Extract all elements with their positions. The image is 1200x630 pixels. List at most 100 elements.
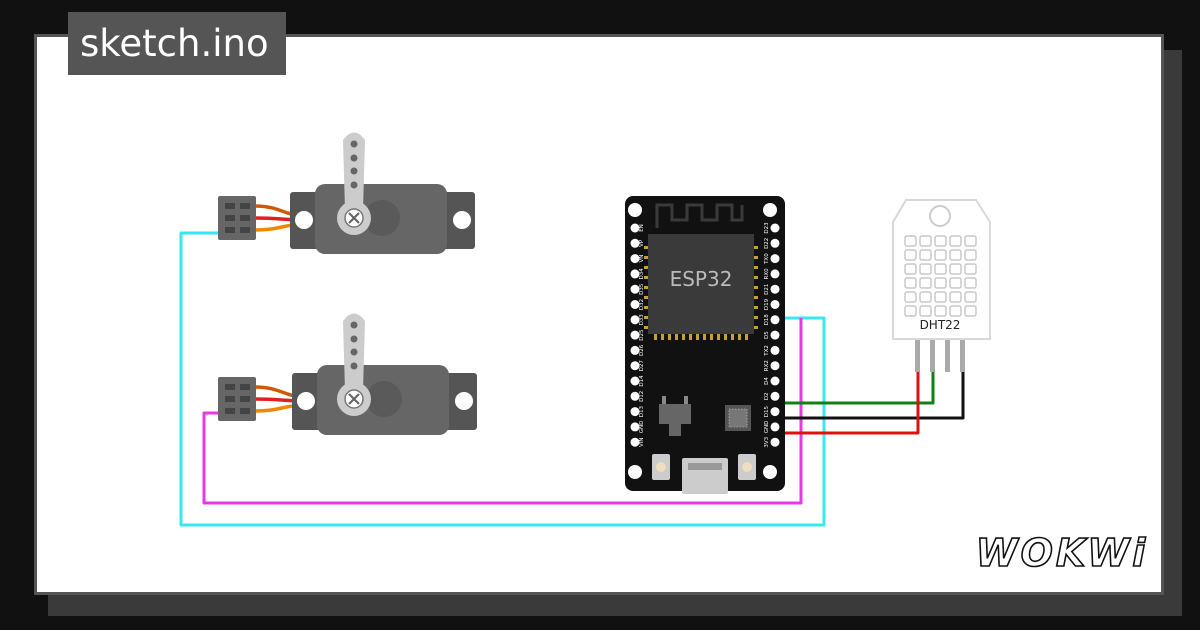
vent-slot <box>919 263 932 275</box>
pin-label: D13 <box>639 405 645 417</box>
servo-motor-1[interactable] <box>218 132 475 255</box>
pin-left-d12[interactable] <box>630 391 640 401</box>
pin-label: D5 <box>764 331 770 339</box>
pin-right-d18[interactable] <box>770 315 780 325</box>
pin-label: D34 <box>639 268 645 280</box>
right-pin-header: D23D22TX0RX0D21D19D18D5TX2RX2D4D2D15GND3… <box>764 222 780 448</box>
pin-label: D2 <box>764 392 770 400</box>
vent-slot <box>904 305 917 317</box>
pin-left-d25[interactable] <box>630 330 640 340</box>
vent-slot <box>919 291 932 303</box>
vent-slot <box>949 291 962 303</box>
pin-right-rx2[interactable] <box>770 361 780 371</box>
pin-label: TX2 <box>764 345 770 357</box>
wire-servo1-signal[interactable] <box>179 231 826 527</box>
pin-left-vin[interactable] <box>630 437 640 447</box>
pin-label: VN <box>639 255 645 263</box>
pin-right-3v3[interactable] <box>770 437 780 447</box>
wire-dht-data[interactable] <box>774 372 935 405</box>
pin-left-en[interactable] <box>630 223 640 233</box>
pin-right-d22[interactable] <box>770 238 780 248</box>
vent-slot <box>904 249 917 261</box>
pin-left-vp[interactable] <box>630 238 640 248</box>
pin-right-d4[interactable] <box>770 376 780 386</box>
pin-right-d5[interactable] <box>770 330 780 340</box>
pin-left-gnd[interactable] <box>630 422 640 432</box>
pin-label: D4 <box>764 377 770 385</box>
chip-label: ESP32 <box>670 267 733 291</box>
pin-label: GND <box>764 421 770 434</box>
vent-slot <box>934 263 947 275</box>
pin-label: D26 <box>639 344 645 356</box>
pin-label: D23 <box>764 222 770 234</box>
vent-slot <box>949 249 962 261</box>
pin-label: D18 <box>764 314 770 326</box>
pin-left-d13[interactable] <box>630 407 640 417</box>
pin-left-d14[interactable] <box>630 376 640 386</box>
vent-slot <box>904 235 917 247</box>
vent-slot <box>964 277 977 289</box>
vent-slot <box>934 235 947 247</box>
vent-slot <box>949 277 962 289</box>
svg-text:WOKWi: WOKWi <box>976 531 1149 575</box>
pin-label: VIN <box>639 437 645 447</box>
antenna-trace <box>655 203 744 228</box>
pin-right-d19[interactable] <box>770 300 780 309</box>
pin-label: D12 <box>639 391 645 402</box>
pin-label: GND <box>639 421 645 434</box>
pin-right-d2[interactable] <box>770 391 780 401</box>
pin-label: TX0 <box>764 253 770 265</box>
vent-slot <box>904 291 917 303</box>
wokwi-logo: WOKWi <box>975 530 1149 576</box>
vent-slot <box>934 305 947 317</box>
sensor-vent-grid <box>904 235 977 317</box>
pin-right-tx0[interactable] <box>770 254 780 264</box>
pin-left-vn[interactable] <box>630 254 640 264</box>
wire-dht-vcc[interactable] <box>774 372 920 435</box>
pin-label: D19 <box>764 298 770 310</box>
vent-slot <box>949 305 962 317</box>
vent-slot <box>964 249 977 261</box>
pin-right-d23[interactable] <box>770 223 780 233</box>
vent-slot <box>949 263 962 275</box>
pin-label: D15 <box>764 405 770 417</box>
sensor-label: DHT22 <box>920 318 961 332</box>
vent-slot <box>919 305 932 317</box>
servo-connector <box>218 196 256 240</box>
dht22-sensor[interactable]: DHT22 <box>892 199 991 372</box>
pin-label: RX0 <box>764 268 770 280</box>
pin-label: VP <box>639 239 645 247</box>
vent-slot <box>904 277 917 289</box>
pin-left-d35[interactable] <box>630 284 640 294</box>
pin-right-rx0[interactable] <box>770 269 780 279</box>
pin-right-gnd[interactable] <box>770 422 780 432</box>
pin-left-d34[interactable] <box>630 269 640 279</box>
vent-slot <box>919 249 932 261</box>
pin-left-d27[interactable] <box>630 361 640 371</box>
pin-label: D21 <box>764 284 770 295</box>
vent-slot <box>919 235 932 247</box>
servo-screw-icon <box>348 212 360 224</box>
vent-slot <box>934 277 947 289</box>
pin-label: RX2 <box>764 360 770 371</box>
pin-right-tx2[interactable] <box>770 345 780 355</box>
wire-dht-gnd[interactable] <box>774 372 965 420</box>
pin-right-d15[interactable] <box>770 407 780 417</box>
esp32-board[interactable]: ESP32 ENVPVND34D35D32D33D25D26D27D14D12D… <box>625 196 785 494</box>
pin-label: D22 <box>764 238 770 249</box>
pin-left-d32[interactable] <box>630 300 640 309</box>
vent-slot <box>964 263 977 275</box>
pin-label: D32 <box>639 299 645 310</box>
pin-left-d26[interactable] <box>630 345 640 355</box>
sketch-file-tab[interactable]: sketch.ino <box>68 12 286 75</box>
pin-label: EN <box>639 224 645 232</box>
servo-motor-2[interactable] <box>218 313 477 436</box>
pin-right-d21[interactable] <box>770 284 780 294</box>
vent-slot <box>934 291 947 303</box>
pin-left-d33[interactable] <box>630 315 640 325</box>
wire-servo2-signal[interactable] <box>202 318 803 505</box>
boot-button[interactable] <box>652 454 670 480</box>
vent-slot <box>964 291 977 303</box>
reset-button[interactable] <box>738 454 756 480</box>
